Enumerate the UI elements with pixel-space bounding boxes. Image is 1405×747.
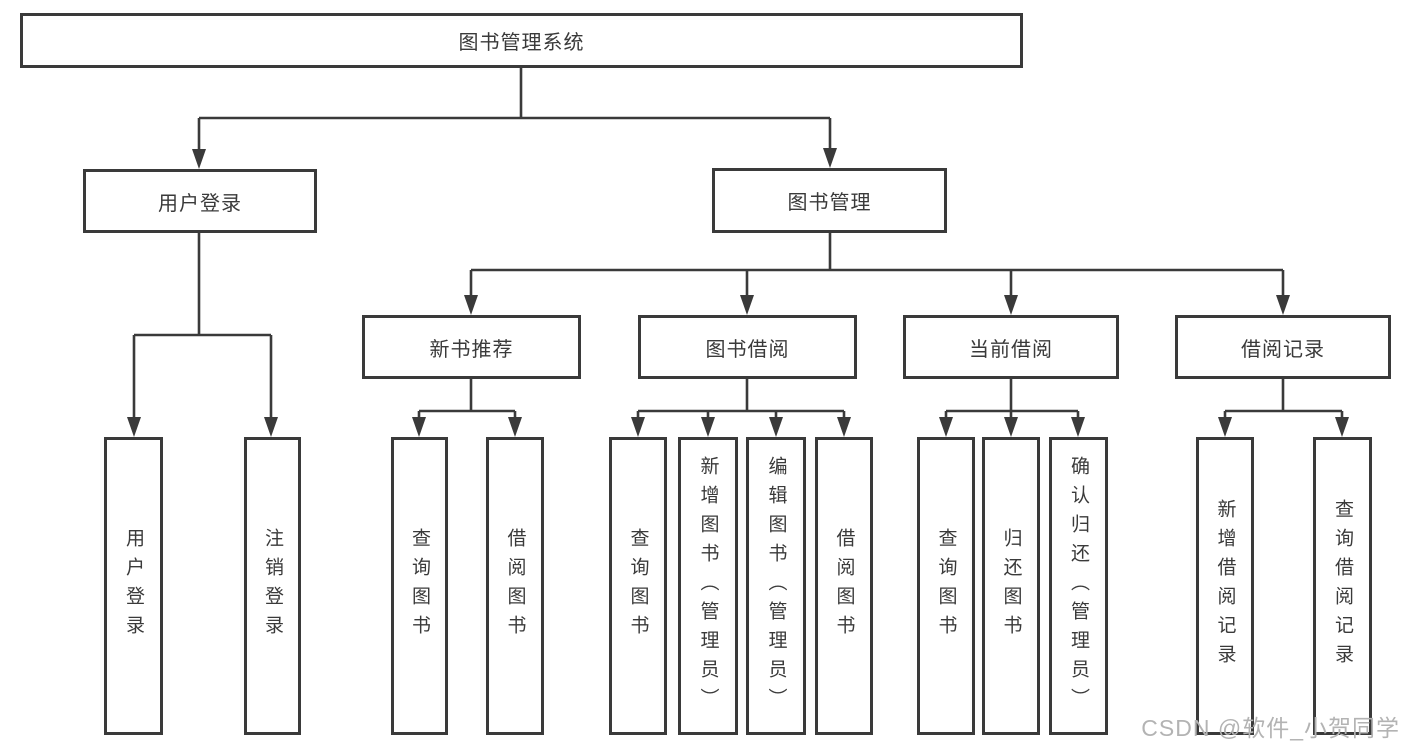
leaf-query-books-recommend: 查询图书 [391,437,448,735]
node-label: 借阅图书 [833,528,855,644]
arrowhead-icon [701,417,715,437]
leaf-add-book-admin: 新增图书（管理员） [678,437,738,735]
connector-book-borrow-children [636,379,846,420]
arrowhead-icon [1335,417,1349,437]
leaf-query-borrow-record: 查询借阅记录 [1313,437,1372,735]
leaf-borrow-book-recommend: 借阅图书 [486,437,544,735]
connector-root-to-level2 [197,68,832,152]
node-label: 新增图书（管理员） [697,455,719,717]
arrowhead-icon [631,417,645,437]
connector-borrow-records-children [1223,379,1344,420]
arrowhead-icon [127,417,141,437]
arrowhead-icon [1276,295,1290,315]
node-book-management: 图书管理 [712,168,947,233]
node-new-book-recommend: 新书推荐 [362,315,581,379]
leaf-query-books-borrow: 查询图书 [609,437,667,735]
node-label: 查询图书 [935,528,957,644]
node-label: 查询图书 [627,528,649,644]
node-label: 图书管理系统 [458,32,585,54]
arrowhead-icon [1004,417,1018,437]
node-label: 查询借阅记录 [1332,499,1353,673]
node-borrow-records: 借阅记录 [1175,315,1391,379]
connector-new-book-children [417,379,517,420]
node-label: 查询图书 [409,528,430,644]
node-label: 编辑图书（管理员） [765,455,787,717]
arrowhead-icon [939,417,953,437]
connector-user-login-children [132,233,273,420]
arrowhead-icon [740,295,754,315]
leaf-confirm-return-admin: 确认归还（管理员） [1049,437,1108,735]
node-label: 借阅图书 [504,528,526,644]
arrowhead-icon [837,417,851,437]
node-user-login: 用户登录 [83,169,317,233]
node-label: 借阅记录 [1241,338,1325,361]
node-label: 图书借阅 [705,338,790,361]
arrowhead-icon [823,148,837,168]
node-label: 图书管理 [787,192,872,214]
node-label: 用户登录 [158,192,242,215]
node-library-management-system: 图书管理系统 [20,13,1023,68]
leaf-logout: 注销登录 [244,437,301,735]
node-label: 新书推荐 [429,338,514,361]
node-label: 当前借阅 [969,338,1053,361]
node-label: 归还图书 [1000,528,1022,644]
node-label: 确认归还（管理员） [1068,455,1089,717]
arrowhead-icon [412,417,426,437]
leaf-query-books-current: 查询图书 [917,437,975,735]
arrowhead-icon [464,295,478,315]
node-label: 新增借阅记录 [1214,499,1236,673]
arrowhead-icon [1071,417,1085,437]
leaf-return-book: 归还图书 [982,437,1040,735]
leaf-add-borrow-record: 新增借阅记录 [1196,437,1254,735]
arrowhead-icon [508,417,522,437]
csdn-watermark: CSDN @软件_小贺同学 [1141,715,1400,741]
leaf-user-login: 用户登录 [104,437,163,735]
arrowhead-icon [1004,295,1018,315]
connector-book-management-children [469,233,1285,298]
node-book-borrow: 图书借阅 [638,315,857,379]
leaf-borrow-book: 借阅图书 [815,437,873,735]
arrowhead-icon [769,417,783,437]
arrowhead-icon [192,149,206,169]
arrowhead-icon [1218,417,1232,437]
node-label: 用户登录 [123,528,144,644]
node-label: 注销登录 [262,528,283,644]
connector-current-borrow-children [944,379,1080,420]
leaf-edit-book-admin: 编辑图书（管理员） [746,437,806,735]
arrowhead-icon [264,417,278,437]
node-current-borrow: 当前借阅 [903,315,1119,379]
